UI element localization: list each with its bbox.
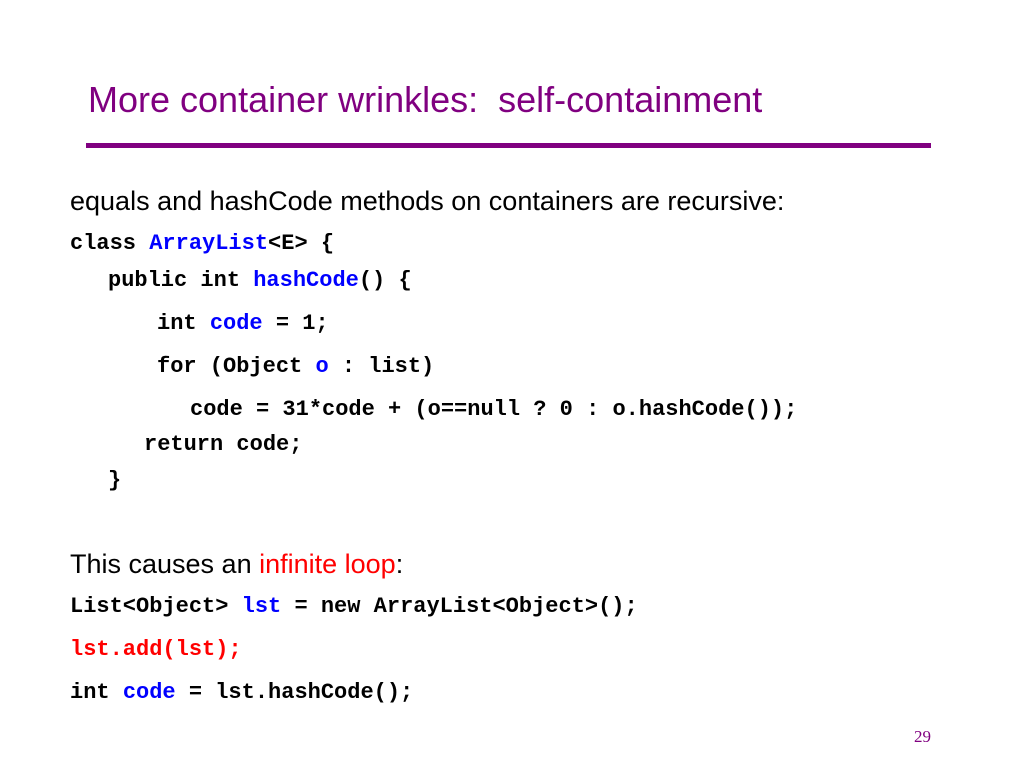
code-token: <E> { xyxy=(268,231,335,256)
cause-before: This causes an xyxy=(70,549,260,579)
code-token-warning: lst.add(lst); xyxy=(70,637,242,662)
code-token: = 1; xyxy=(262,311,329,336)
code-token-highlight: ArrayList xyxy=(149,231,269,256)
code-token: code = 31*code + (o==null ? 0 : o.hashCo… xyxy=(190,397,798,422)
code2-line-add: lst.add(lst); xyxy=(70,635,242,665)
code-token-highlight: code xyxy=(122,680,176,705)
code-token: List<Object> xyxy=(70,594,242,619)
code-line-class: class ArrayList<E> { xyxy=(70,229,334,259)
code-token-highlight: o xyxy=(315,354,329,379)
code-token-highlight: hashCode xyxy=(253,268,359,293)
code-line-method: public int hashCode() { xyxy=(108,266,412,296)
code2-line-declare: List<Object> lst = new ArrayList<Object>… xyxy=(70,592,638,622)
code-token: = new ArrayList<Object>(); xyxy=(281,594,638,619)
cause-after: : xyxy=(395,549,404,579)
intro-text: equals and hashCode methods on container… xyxy=(70,186,785,216)
code-token: int xyxy=(70,680,123,705)
title-underline xyxy=(86,143,931,148)
code-token: () { xyxy=(358,268,412,293)
code-token-highlight: code xyxy=(209,311,263,336)
cause-highlight: infinite loop xyxy=(259,549,396,579)
code-token: for (Object xyxy=(157,354,316,379)
code-line-return: return code; xyxy=(144,430,302,460)
code-line-init: int code = 1; xyxy=(157,309,329,339)
code2-line-hash: int code = lst.hashCode(); xyxy=(70,678,413,708)
code-token: return code; xyxy=(144,432,303,457)
code-line-close: } xyxy=(108,466,121,496)
code-token: } xyxy=(108,468,122,493)
code-token: : list) xyxy=(328,354,435,379)
code-line-body: code = 31*code + (o==null ? 0 : o.hashCo… xyxy=(190,395,797,425)
code-token-highlight: lst xyxy=(241,594,282,619)
code-line-for: for (Object o : list) xyxy=(157,352,434,382)
code-token: public int xyxy=(108,268,254,293)
code-token: int xyxy=(157,311,210,336)
slide-title: More container wrinkles: self-containmen… xyxy=(88,79,763,120)
code-token: class xyxy=(70,231,150,256)
page-number: 29 xyxy=(914,727,931,746)
code-token: = lst.hashCode(); xyxy=(175,680,414,705)
cause-text: This causes an infinite loop: xyxy=(70,547,403,581)
